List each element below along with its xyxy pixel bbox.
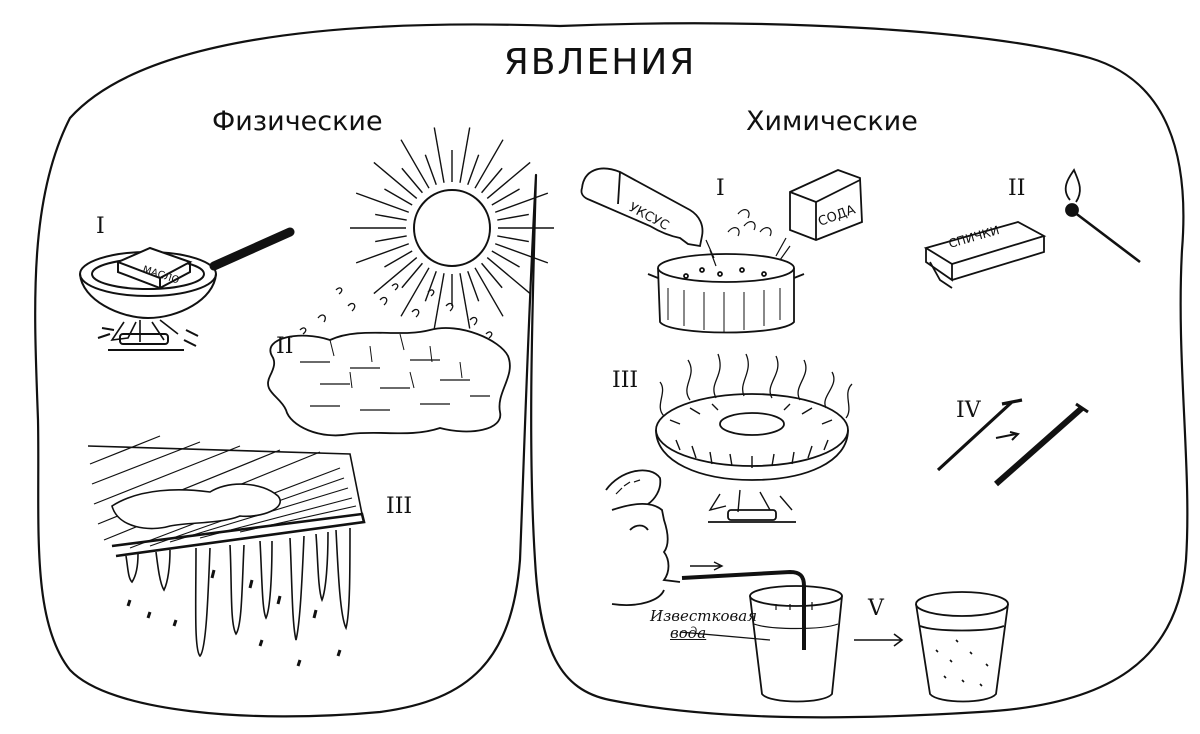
sun-ray	[497, 235, 529, 243]
sun-ray	[474, 139, 504, 189]
vinegar-bottle-text: УКСУС	[626, 200, 671, 234]
physical-numeral-3: III	[386, 494, 413, 519]
sun-disc	[413, 189, 491, 267]
sun-ray	[433, 127, 445, 183]
sun-ray	[486, 161, 531, 199]
sun-ray	[400, 267, 430, 317]
sun-ray	[497, 213, 529, 221]
sun-ray	[433, 273, 445, 329]
sun-ray	[401, 167, 423, 194]
rusting-nails-illustration	[936, 398, 1089, 487]
outer-boundary	[34, 22, 1189, 719]
chemical-numeral-5: V	[868, 596, 884, 621]
sun-ray	[481, 262, 503, 289]
chemical-numeral-3: III	[612, 368, 639, 393]
lime-water-experiment-illustration	[605, 469, 1009, 703]
sun-ray	[467, 154, 480, 186]
sun-ray	[467, 270, 480, 302]
roof-icicles-illustration	[87, 435, 366, 667]
sun-ray	[459, 127, 471, 183]
sun-illustration	[350, 127, 554, 329]
lime-water-label-line1: Известковая	[650, 607, 758, 625]
frying-pan-illustration: МАСЛО	[79, 227, 295, 351]
sun-ray	[481, 167, 503, 194]
chemical-heading: Химические	[746, 106, 918, 137]
physical-heading: Физические	[212, 106, 383, 137]
sun-ray	[375, 235, 407, 243]
sun-ray	[401, 262, 423, 289]
sun-ray	[355, 243, 410, 264]
evaporating-puddle-illustration	[267, 283, 511, 437]
physical-numeral-1: I	[96, 214, 105, 239]
lime-water-label-line2: вода	[670, 624, 707, 642]
sun-ray	[424, 154, 437, 186]
chemical-numeral-2: II	[1008, 176, 1026, 201]
chemical-numeral-1: I	[716, 176, 725, 201]
sun-ray	[373, 257, 418, 295]
sun-ray	[400, 139, 430, 189]
chemical-numeral-4: IV	[956, 398, 981, 423]
sun-ray	[384, 188, 413, 206]
burning-tire-illustration	[655, 353, 853, 523]
sun-ray	[491, 188, 520, 206]
lime-water-label: Известковая вода	[650, 608, 757, 642]
sun-ray	[494, 243, 549, 264]
sun-ray	[474, 267, 504, 317]
matches-illustration: СПИЧКИ	[923, 168, 1141, 289]
sun-ray	[373, 161, 418, 199]
physical-numeral-2: II	[276, 334, 294, 359]
page-title: ЯВЛЕНИЯ	[503, 42, 697, 83]
sun-ray	[459, 273, 471, 329]
sun-ray	[355, 192, 410, 213]
sun-ray	[424, 270, 437, 302]
sun-ray	[491, 250, 520, 268]
sun-ray	[375, 213, 407, 221]
sun-ray	[486, 257, 531, 295]
matchbox-text: СПИЧКИ	[947, 223, 1001, 251]
sun-ray	[384, 250, 413, 268]
sun-ray	[494, 192, 549, 213]
